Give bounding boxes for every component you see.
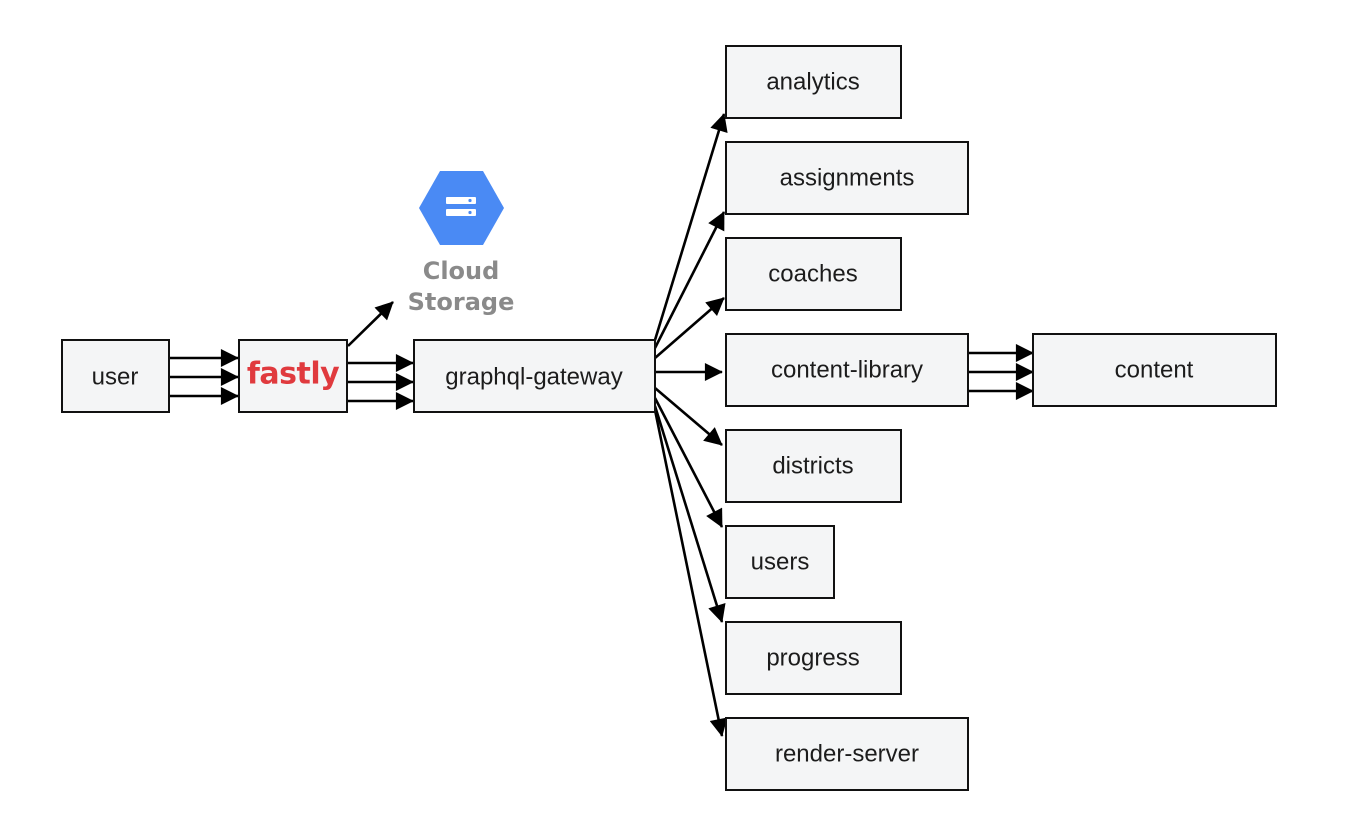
node-coaches: coaches: [725, 237, 902, 311]
node-cdn: fastly: [238, 339, 348, 413]
storage-label-line1: Cloud: [423, 257, 500, 285]
edge-gateway-to-analytics: [653, 113, 728, 341]
node-districts: districts: [725, 429, 902, 503]
node-gateway: graphql-gateway: [413, 339, 656, 413]
node-content-label: content: [1115, 357, 1194, 384]
node-users-label: users: [751, 549, 810, 576]
edge-gateway-to-coaches: [654, 297, 725, 359]
storage-label-line2: Storage: [408, 288, 515, 316]
node-progress: progress: [725, 621, 902, 695]
edge-gateway-to-users: [653, 397, 724, 528]
node-users: users: [725, 525, 835, 599]
edge-gateway-to-districts: [654, 387, 723, 446]
edge-gateway-to-progress: [653, 405, 726, 623]
node-content-library: content-library: [725, 333, 969, 407]
cloud-storage: Cloud Storage: [408, 171, 515, 316]
edges: [170, 113, 1034, 737]
node-progress-label: progress: [766, 645, 859, 672]
node-user: user: [61, 339, 170, 413]
node-gateway-label: graphql-gateway: [445, 364, 622, 391]
node-assignments: assignments: [725, 141, 969, 215]
fastly-logo: fastly: [247, 357, 340, 392]
node-assignments-label: assignments: [780, 165, 915, 192]
node-districts-label: districts: [772, 453, 853, 480]
edge-gateway-to-render-server: [653, 409, 728, 737]
edge-cdn-to-storage: [347, 301, 394, 347]
node-content: content: [1032, 333, 1277, 407]
edge-gateway-to-assignments: [653, 211, 726, 349]
node-analytics-label: analytics: [766, 69, 859, 96]
node-coaches-label: coaches: [768, 261, 857, 288]
node-user-label: user: [92, 364, 139, 391]
node-content-library-label: content-library: [771, 357, 923, 384]
cloud-storage-icon: [419, 171, 504, 245]
node-render-server-label: render-server: [775, 741, 919, 768]
node-analytics: analytics: [725, 45, 902, 119]
node-render-server: render-server: [725, 717, 969, 791]
